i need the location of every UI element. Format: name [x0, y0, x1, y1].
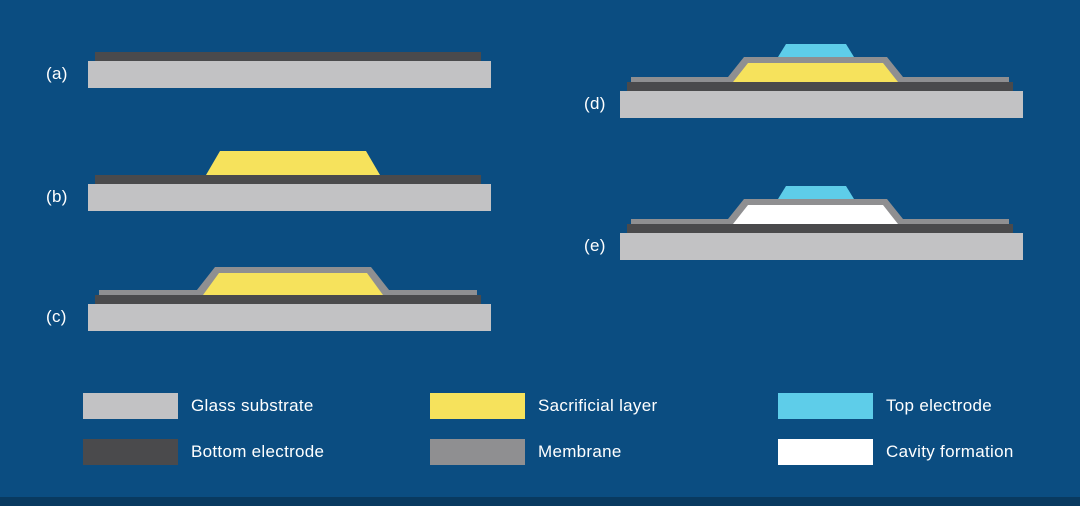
- legend-label-bottom-electrode: Bottom electrode: [191, 442, 325, 461]
- sacrificial-layer-shape: [206, 151, 380, 175]
- cavity-formation-swatch: [778, 439, 873, 465]
- top-electrode-swatch: [778, 393, 873, 419]
- bottom-electrode-layer: [627, 224, 1013, 233]
- bottom-electrode-layer: [95, 52, 481, 61]
- top-electrode-shape: [778, 44, 854, 57]
- glass-substrate-layer: [88, 184, 491, 211]
- legend-item-sacrificial-layer: Sacrificial layer: [430, 393, 657, 419]
- legend-label-membrane: Membrane: [538, 442, 622, 461]
- legend-label-glass-substrate: Glass substrate: [191, 396, 314, 415]
- sacrificial-layer-shape: [203, 273, 383, 295]
- panel-label-b: (b): [46, 187, 68, 206]
- panel-label-c: (c): [46, 307, 67, 326]
- sacrificial-layer-shape: [733, 63, 898, 82]
- panel-label-d: (d): [584, 94, 606, 113]
- panel-label-e: (e): [584, 236, 606, 255]
- legend-item-glass-substrate: Glass substrate: [83, 393, 314, 419]
- legend-label-top-electrode: Top electrode: [886, 396, 992, 415]
- glass-substrate-layer: [620, 91, 1023, 118]
- bottom-electrode-layer: [95, 295, 481, 304]
- legend-item-membrane: Membrane: [430, 439, 622, 465]
- glass-substrate-layer: [88, 61, 491, 88]
- top-electrode-shape: [778, 186, 854, 199]
- panel-label-a: (a): [46, 64, 68, 83]
- glass-substrate-swatch: [83, 393, 178, 419]
- membrane-swatch: [430, 439, 525, 465]
- legend-label-cavity-formation: Cavity formation: [886, 442, 1014, 461]
- bottom-electrode-swatch: [83, 439, 178, 465]
- legend-item-cavity-formation: Cavity formation: [778, 439, 1014, 465]
- glass-substrate-layer: [620, 233, 1023, 260]
- bottom-electrode-layer: [627, 82, 1013, 91]
- legend-item-bottom-electrode: Bottom electrode: [83, 439, 324, 465]
- sacrificial-layer-swatch: [430, 393, 525, 419]
- glass-substrate-layer: [88, 304, 491, 331]
- legend-label-sacrificial-layer: Sacrificial layer: [538, 396, 658, 415]
- bottom-electrode-layer: [95, 175, 481, 184]
- legend-item-top-electrode: Top electrode: [778, 393, 992, 419]
- bottom-border-bar: [0, 497, 1080, 506]
- cavity-shape: [733, 205, 898, 224]
